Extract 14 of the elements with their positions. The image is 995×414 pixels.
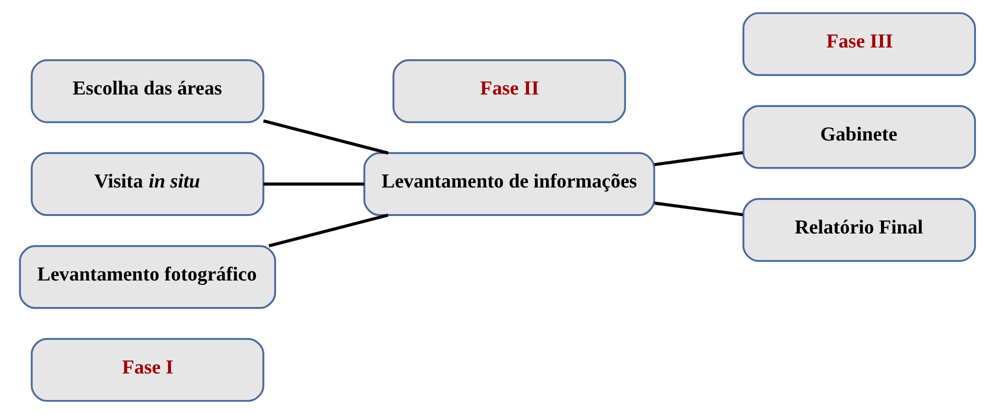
node-box: Fase I — [30, 338, 264, 402]
connector — [263, 119, 389, 155]
node-box: Fase III — [742, 12, 976, 76]
connector — [654, 202, 744, 216]
node-box: Escolha das áreas — [30, 59, 264, 124]
node-box: Relatório Final — [742, 198, 976, 262]
connector — [268, 214, 388, 248]
node-box: Gabinete — [742, 105, 976, 169]
connector — [654, 151, 744, 166]
node-box: Levantamento fotográfico — [19, 245, 276, 309]
node-box: Visita in situ — [30, 152, 264, 216]
connector — [263, 182, 364, 186]
node-box: Levantamento de informações — [363, 152, 656, 216]
node-box: Fase II — [392, 59, 626, 124]
